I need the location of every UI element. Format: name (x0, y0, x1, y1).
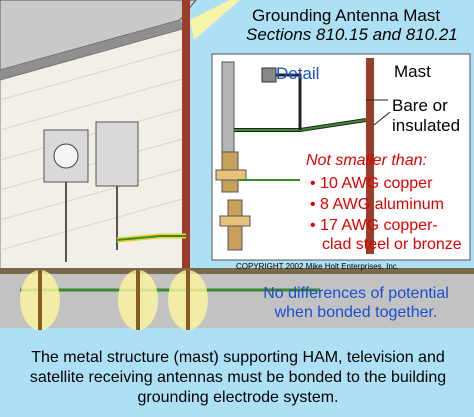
conductor-pointer (373, 111, 391, 126)
wall-siding (0, 47, 187, 251)
bare-label-line2: insulated (392, 116, 461, 135)
mast-label: Mast (394, 62, 431, 81)
bonding-conductor (116, 235, 186, 241)
service-panel (95, 121, 139, 187)
requirement-copper: • 10 AWG copper (310, 175, 433, 192)
bonding-note-line1: No differences of potential (263, 285, 449, 302)
detail-label: Detail (276, 64, 320, 83)
roof-edge (0, 20, 186, 80)
title-line1: Grounding Antenna Mast (252, 6, 441, 25)
detail-clamps (215, 151, 251, 251)
copyright-notice: COPYRIGHT 2002 Mike Holt Enterprises, In… (236, 262, 400, 271)
detail-service-drop (270, 73, 302, 130)
requirements-heading: Not smaller than: (306, 152, 427, 169)
bonding-note: No differences of potential when bonded … (258, 284, 454, 322)
grade-line (0, 268, 474, 274)
requirement-aluminum: • 8 AWG aluminum (310, 196, 444, 213)
mast-glow (190, 0, 240, 40)
footer-statement: The metal structure (mast) supporting HA… (29, 349, 447, 406)
ground-rods (38, 270, 190, 330)
meter-dial (53, 143, 79, 169)
requirement-copperclad-cont: clad steel or bronze (322, 236, 462, 253)
title-line2: Sections 810.15 and 810.21 (246, 25, 458, 44)
bonding-note-line2: when bonded together. (274, 304, 438, 321)
mast (182, 0, 190, 275)
detail-fitting (261, 67, 277, 83)
detail-panel (211, 53, 471, 261)
detail-pipe (221, 61, 235, 153)
bare-or-insulated-label: Bare or insulated (392, 96, 460, 136)
requirement-copperclad: • 17 AWG copper- (310, 217, 438, 234)
ground (0, 272, 474, 328)
bare-label-line1: Bare or (392, 96, 448, 115)
detail-mast (366, 58, 374, 254)
